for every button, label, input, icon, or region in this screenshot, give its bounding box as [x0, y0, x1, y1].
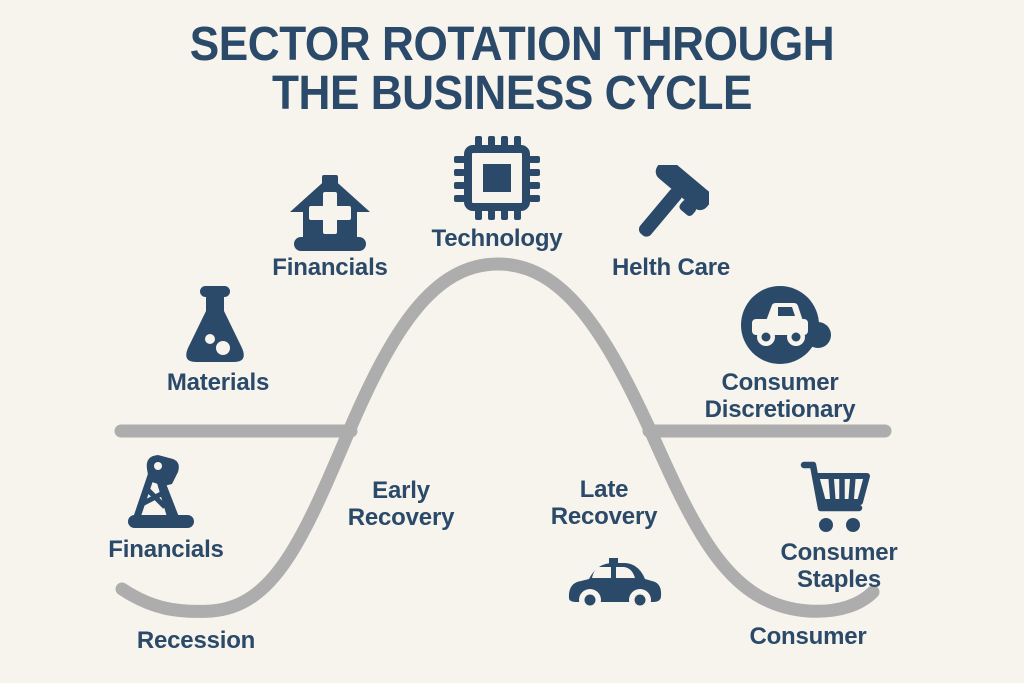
shopping-cart-icon: [800, 461, 870, 532]
stage-label-consumer: Consumer: [749, 623, 867, 650]
stage-label-late-recovery-line1: Late: [579, 476, 629, 503]
sector-label-consumer-staples-line1: Consumer: [780, 539, 898, 566]
stage-label-early-recovery-line1: Early: [372, 477, 430, 504]
sector-label-health-care: Helth Care: [611, 254, 731, 281]
truck-circle-icon: [741, 286, 831, 364]
stage-label-early-recovery: Early Recovery: [347, 477, 455, 531]
sector-label-materials: Materials: [166, 369, 270, 396]
sector-label-financials-bottom: Financials: [108, 536, 224, 563]
chip-icon: [454, 136, 540, 220]
sector-label-consumer-discretionary: Consumer Discretionary: [705, 369, 856, 423]
house-cross-icon: [290, 175, 370, 251]
hammer-icon: [638, 165, 709, 237]
page-title-line2: THE BUSINESS CYCLE: [271, 67, 753, 120]
business-cycle-curve: [115, 257, 880, 618]
stage-label-early-recovery-line2: Recovery: [347, 504, 455, 531]
sector-label-financials-top: Financials: [272, 254, 388, 281]
sector-label-technology: Technology: [431, 225, 563, 252]
sector-label-consumer-staples: Consumer Staples: [780, 539, 897, 593]
stage-label-recession: Recession: [136, 627, 256, 654]
flask-icon: [186, 286, 244, 362]
stage-label-late-recovery: Late Recovery: [550, 476, 658, 530]
page-title: SECTOR ROTATION THROUGH THE BUSINESS CYC…: [0, 20, 1024, 118]
sector-label-consumer-staples-line2: Staples: [797, 566, 881, 593]
sector-label-consumer-discretionary-line1: Consumer: [721, 369, 839, 396]
sector-label-consumer-discretionary-line2: Discretionary: [704, 396, 856, 423]
oil-derrick-icon: [128, 455, 194, 528]
car-icon: [568, 558, 662, 611]
page-title-line1: SECTOR ROTATION THROUGH: [189, 18, 835, 71]
stage-label-late-recovery-line2: Recovery: [550, 503, 658, 530]
